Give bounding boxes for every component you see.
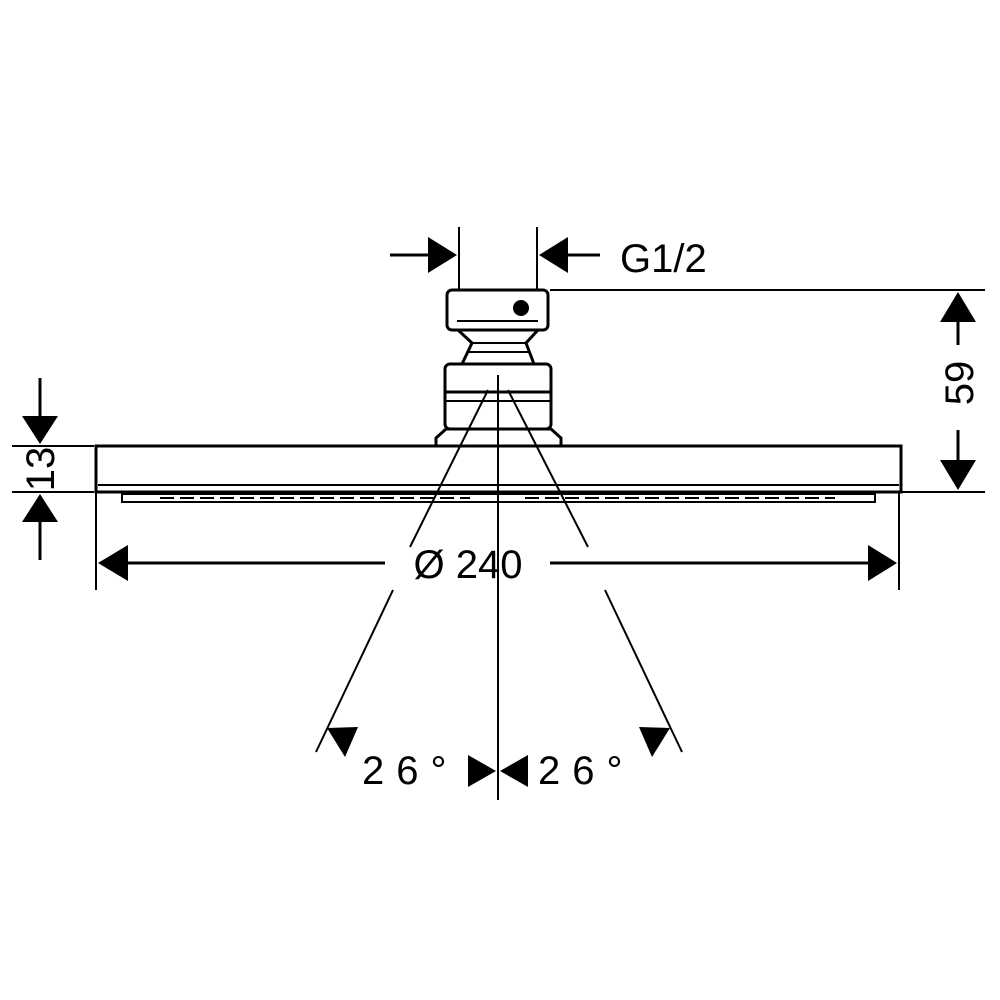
- arrow-left-icon: [539, 237, 568, 273]
- thread-label: G1/2: [620, 237, 707, 281]
- diameter-dimension: Ø 240: [95, 492, 900, 590]
- thickness-label: 13: [19, 447, 63, 492]
- spray-angle: 26° 26°: [315, 375, 683, 800]
- arrow-up-icon: [22, 494, 58, 522]
- arrow-up-icon: [940, 292, 976, 322]
- arrow-right-icon: [468, 755, 496, 787]
- thread-dimension: G1/2: [390, 227, 707, 290]
- angle-right-label: 26°: [538, 749, 635, 793]
- screw-icon: [513, 300, 529, 316]
- thickness-dimension: 13: [12, 378, 94, 560]
- diameter-label: Ø 240: [414, 543, 523, 587]
- arrow-right-icon: [428, 237, 457, 273]
- arrow-down-icon: [22, 416, 58, 444]
- angle-left-label: 26°: [362, 749, 459, 793]
- arrow-down-icon: [940, 460, 976, 490]
- arrow-icon: [327, 727, 358, 757]
- arrow-left-icon: [500, 755, 528, 787]
- arrow-left-icon: [98, 545, 128, 581]
- height-label: 59: [938, 361, 982, 406]
- arrow-icon: [639, 727, 670, 757]
- arrow-right-icon: [868, 545, 897, 581]
- connector: [434, 288, 563, 446]
- height-dimension: 59: [550, 289, 985, 493]
